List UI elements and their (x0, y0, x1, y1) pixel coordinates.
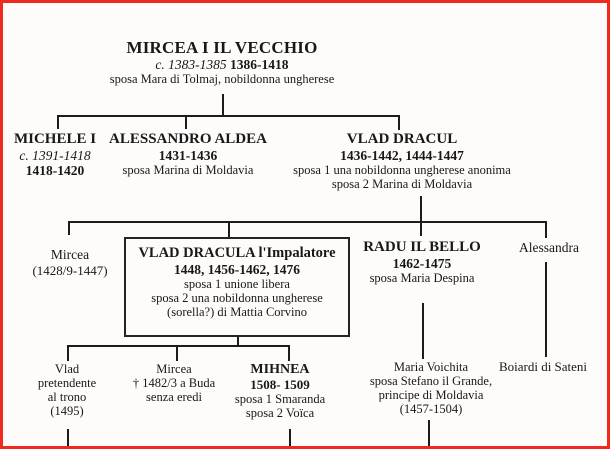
person-spouse: sposa Stefano il Grande, (369, 374, 493, 388)
person-node-alessandra: Alessandra (519, 240, 579, 256)
person-dates: (1495) (50, 404, 84, 418)
connector-segment (289, 429, 291, 446)
person-node-maria-voichita: Maria Voichita sposa Stefano il Grande, … (370, 360, 492, 416)
person-spouse: sposa Mara di Tolmaj, nobildonna unghere… (109, 72, 335, 86)
person-name: ALESSANDRO ALDEA (109, 131, 267, 147)
person-dates: 1448, 1456-1462, 1476 (174, 262, 300, 277)
connector-segment (67, 345, 290, 347)
person-dates-circa: c. 1391-1418 (19, 148, 91, 163)
connector-segment (222, 94, 224, 115)
connector-segment (428, 420, 430, 446)
person-spouse-title: principe di Moldavia (378, 388, 484, 402)
person-dates: c. 1383-1385 1386-1418 (155, 57, 289, 72)
person-note: pretendente (37, 376, 97, 390)
person-death: † 1482/3 a Buda (132, 376, 216, 390)
connector-segment (68, 221, 70, 235)
person-node-vlad-dracul: VLAD DRACUL 1436-1442, 1444-1447 sposa 1… (293, 131, 511, 191)
person-spouse2-note: (sorella?) di Mattia Corvino (167, 305, 307, 319)
connector-segment (237, 337, 239, 346)
person-name: Mircea (50, 247, 90, 262)
connector-segment (67, 429, 69, 446)
person-dates: 1462-1475 (392, 256, 452, 271)
connector-segment (545, 221, 547, 238)
person-dates: 1436-1442, 1444-1447 (340, 148, 464, 163)
person-name: Vlad (54, 362, 80, 376)
connector-segment (288, 345, 290, 361)
person-note: al trono (47, 390, 87, 404)
person-spouse2: sposa 2 Marina di Moldavia (331, 177, 473, 191)
person-name: MIHNEA (250, 362, 310, 377)
connector-segment (185, 115, 187, 129)
person-spouse1: sposa 1 Smaranda (234, 392, 326, 406)
person-name: VLAD DRACUL (346, 131, 458, 147)
connector-segment (68, 221, 547, 223)
person-spouse2: sposa 2 una nobildonna ungherese (151, 291, 323, 305)
connector-segment (176, 345, 178, 361)
person-dates: 1431-1436 (158, 148, 218, 163)
person-name: MIRCEA I IL VECCHIO (126, 38, 318, 57)
person-node-boiardi-di-sateni: Boiardi di Sateni (499, 360, 587, 374)
person-spouse1: sposa 1 unione libera (184, 277, 290, 291)
person-spouse2: sposa 2 Voïca (245, 406, 315, 420)
person-dates: (1428/9-1447) (32, 263, 108, 278)
person-node-mircea-i: MIRCEA I IL VECCHIO c. 1383-1385 1386-14… (110, 38, 335, 86)
person-dates: 1418-1420 (25, 163, 85, 178)
person-name: Boiardi di Sateni (498, 359, 588, 374)
person-node-alessandro-aldea: ALESSANDRO ALDEA 1431-1436 sposa Marina … (109, 131, 267, 177)
person-name: Maria Voichita (393, 360, 469, 374)
connector-segment (57, 115, 400, 117)
person-node-mircea-buda: Mircea † 1482/3 a Buda senza eredi (133, 362, 215, 404)
connector-segment (545, 262, 547, 357)
connector-segment (228, 221, 230, 237)
person-dates: (1457-1504) (399, 402, 463, 416)
person-dates: 1508- 1509 (250, 377, 310, 392)
person-node-vlad-pretendente: Vlad pretendente al trono (1495) (38, 362, 96, 418)
connector-segment (420, 196, 422, 221)
person-spouse: sposa Marina di Moldavia (122, 163, 254, 177)
person-note: senza eredi (146, 390, 202, 404)
person-name: RADU IL BELLO (363, 239, 481, 255)
person-spouse1: sposa 1 una nobildonna ungherese anonima (293, 163, 511, 177)
person-node-radu-il-bello: RADU IL BELLO 1462-1475 sposa Maria Desp… (363, 239, 481, 285)
person-node-vlad-dracula-impalatore: VLAD DRACULA l'Impalatore 1448, 1456-146… (124, 237, 350, 337)
connector-segment (57, 115, 59, 129)
person-name: Mircea (156, 362, 192, 376)
connector-segment (422, 303, 424, 359)
connector-segment (398, 115, 400, 130)
person-node-michele-i: MICHELE I c. 1391-1418 1418-1420 (14, 131, 96, 178)
person-spouse: sposa Maria Despina (369, 271, 475, 285)
connector-segment (420, 221, 422, 236)
person-name: MICHELE I (13, 131, 97, 147)
person-node-mircea-1428: Mircea (1428/9-1447) (32, 247, 107, 278)
person-name: Alessandra (519, 240, 579, 255)
person-name: VLAD DRACULA l'Impalatore (138, 245, 336, 261)
connector-segment (67, 345, 69, 361)
person-node-mihnea: MIHNEA 1508- 1509 sposa 1 Smaranda sposa… (235, 362, 325, 420)
